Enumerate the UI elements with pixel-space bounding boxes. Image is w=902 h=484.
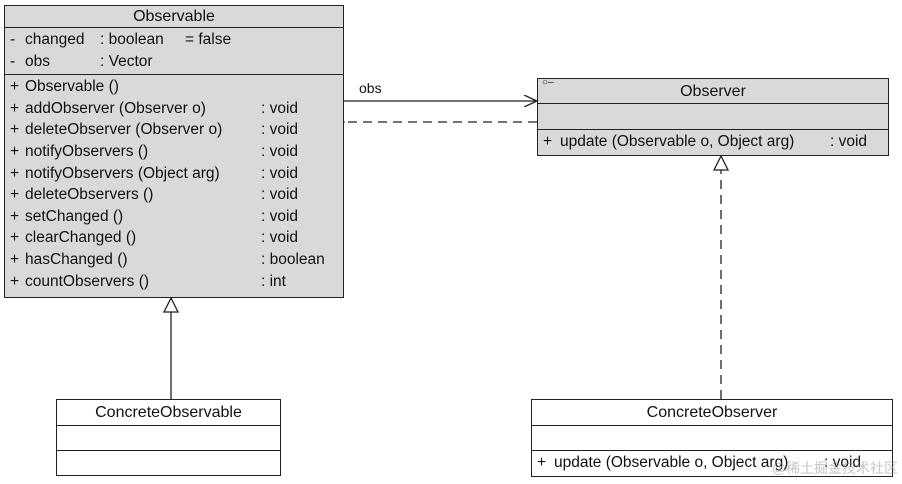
member-visibility: +: [10, 272, 20, 290]
member-visibility: +: [10, 229, 20, 247]
concrete-observable-operations: [57, 451, 280, 475]
member-name: addObserver (Observer o): [25, 99, 206, 117]
member-name: notifyObservers (): [25, 142, 149, 160]
member-visibility: +: [10, 186, 20, 204]
member-row: -obs : Vector: [5, 51, 343, 73]
member-row: + notifyObservers () : void: [5, 141, 343, 163]
member-row: + countObservers () : int: [5, 271, 343, 293]
member-visibility: +: [10, 250, 20, 268]
member-name: countObservers (): [25, 272, 150, 290]
member-row: + addObserver (Observer o) : void: [5, 98, 343, 120]
member-name: changed: [25, 31, 85, 48]
member-type: : Vector: [100, 52, 153, 70]
member-name: notifyObservers (Object arg): [25, 164, 220, 182]
member-type: : void: [261, 164, 299, 182]
observer-interface-title: Observer: [680, 83, 746, 100]
observable-attributes: -changed : boolean = false -obs : Vector: [5, 28, 343, 76]
member-visibility: +: [10, 99, 20, 117]
member-name: Observable (): [25, 78, 119, 96]
generalization-triangle: [162, 296, 180, 313]
member-row: + deleteObserver (Observer o) : void: [5, 119, 343, 141]
member-visibility: +: [537, 454, 547, 471]
member-name: obs: [25, 52, 50, 70]
member-row: + deleteObservers () : void: [5, 184, 343, 206]
member-visibility: +: [10, 142, 20, 160]
observable-class[interactable]: Observable -changed : boolean = false -obs:…: [4, 5, 344, 298]
member-initial-value: = false: [185, 31, 232, 48]
member-visibility: -: [10, 31, 16, 48]
concrete-observable-title: ConcreteObservable: [57, 400, 280, 426]
member-visibility: +: [10, 121, 20, 139]
concrete-observer-operations: + update (Observable o, Object arg) : void: [532, 451, 892, 476]
member-row: + clearChanged () : void: [5, 227, 343, 249]
observable-class-title: Observable: [5, 6, 343, 28]
concrete-observer-title: ConcreteObserver: [532, 400, 892, 426]
member-type: : void: [261, 207, 299, 225]
realization-triangle: [712, 154, 730, 171]
member-visibility: +: [10, 164, 20, 182]
interface-lollipop-icon: ○–: [542, 77, 554, 88]
member-type: : void: [830, 133, 868, 150]
concrete-observer-attributes: [532, 426, 892, 451]
member-row: + update (Observable o, Object arg) : void: [538, 131, 888, 153]
member-row: -changed : boolean = false: [5, 29, 343, 51]
member-type: : void: [824, 454, 862, 471]
member-type: : void: [261, 99, 299, 117]
member-row: + Observable (): [5, 76, 343, 98]
observer-operations: + update (Observable o, Object arg) : void: [538, 130, 888, 155]
observable-operations: + Observable () + addObserver (Observer o):…: [5, 75, 343, 294]
member-type: : boolean: [100, 31, 164, 48]
member-name: deleteObserver (Observer o): [25, 121, 223, 139]
observer-attributes: [538, 104, 888, 130]
member-name: hasChanged (): [25, 250, 128, 268]
member-row: + notifyObservers (Object arg) : void: [5, 163, 343, 185]
watermark: @稀土掘金技术社区: [771, 460, 898, 476]
member-type: : void: [261, 229, 299, 247]
member-name: setChanged (): [25, 207, 124, 225]
member-type: : void: [261, 121, 299, 139]
member-visibility: +: [10, 78, 20, 96]
member-visibility: +: [10, 207, 20, 225]
member-name: update (Observable o, Object arg): [560, 133, 795, 150]
member-type: : int: [261, 272, 286, 290]
concrete-observable-class[interactable]: ConcreteObservable: [56, 399, 281, 476]
concrete-observer-class[interactable]: ConcreteObserver + update (Observable o, …: [531, 399, 893, 477]
member-visibility: -: [10, 52, 16, 70]
concrete-observable-attributes: [57, 426, 280, 451]
member-name: update (Observable o, Object arg): [554, 454, 789, 471]
member-type: : void: [261, 186, 299, 204]
member-type: : boolean: [261, 250, 325, 268]
observer-interface-title-box: ○– Observer: [538, 77, 888, 104]
member-row: + hasChanged () : boolean: [5, 249, 343, 271]
association-label: obs: [359, 80, 382, 96]
member-row: + setChanged () : void: [5, 206, 343, 228]
member-row: + update (Observable o, Object arg) : void: [532, 452, 892, 474]
member-name: clearChanged (): [25, 229, 137, 247]
observer-interface[interactable]: ○– Observer + update (Observable o, Objec…: [537, 77, 889, 156]
member-name: deleteObservers (): [25, 186, 154, 204]
member-type: : void: [261, 142, 299, 160]
member-visibility: +: [543, 133, 553, 150]
